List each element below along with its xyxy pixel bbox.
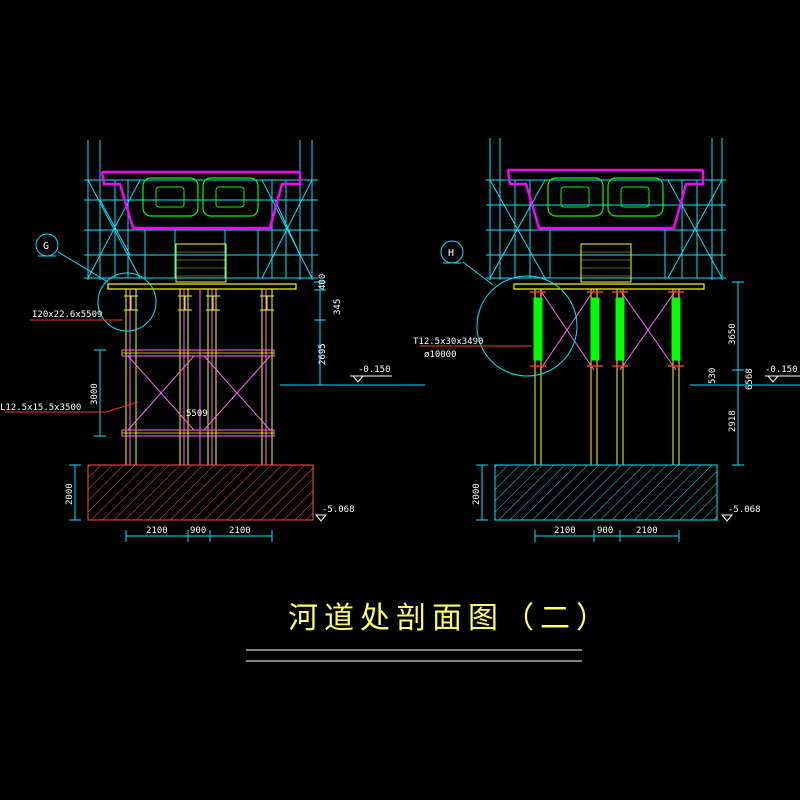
- right-foundation: [494, 464, 718, 521]
- left-foundation: [87, 464, 314, 521]
- right-section: H T12.5x30x3490 ø10000 3650 6568 530 291…: [413, 138, 800, 542]
- right-elev-water: -0.150: [765, 365, 798, 375]
- left-span-label: 5509: [186, 409, 208, 419]
- right-dim-upper: 3650: [728, 323, 738, 345]
- left-box-girder: [100, 170, 302, 230]
- left-dim-foundation: 2000: [65, 483, 75, 505]
- right-jacks: [533, 297, 681, 361]
- right-bottom-dim-3: 2100: [636, 526, 658, 536]
- right-detail-circle: [476, 275, 578, 377]
- right-bottom-dim-1: 2100: [554, 526, 576, 536]
- left-piles: [125, 289, 273, 465]
- left-dim-top: 400: [318, 274, 328, 290]
- right-detail-tag: H: [448, 248, 454, 259]
- right-dim-total: 6568: [745, 368, 755, 390]
- left-beam-caps: [124, 295, 274, 311]
- right-bracing: [539, 289, 677, 371]
- right-box-girder: [506, 168, 705, 230]
- left-dim-brace: 3000: [90, 383, 100, 405]
- left-bottom-dim-3: 2100: [229, 526, 251, 536]
- right-dim-lower: 2918: [728, 410, 738, 432]
- right-beam-label-1: T12.5x30x3490: [413, 337, 483, 347]
- left-section: G I20x22.6x5509 L12.5x15.5x3500 5509 400…: [0, 140, 425, 542]
- left-dim-height: 2695: [318, 343, 328, 365]
- left-dim-beam: 345: [333, 299, 343, 315]
- left-bracing: [121, 349, 275, 437]
- left-bottom-dim-2: 900: [190, 526, 206, 536]
- right-bottom-dim-2: 900: [597, 526, 613, 536]
- right-pier-cap: [580, 243, 632, 283]
- left-pier-cap: [175, 243, 227, 283]
- left-detail-tag: G: [43, 241, 49, 252]
- left-bottom-dim-1: 2100: [146, 526, 168, 536]
- left-elev-water: -0.150: [358, 365, 391, 375]
- left-elev-bottom: -5.068: [322, 505, 355, 515]
- left-scaffold: [84, 140, 318, 280]
- left-beam-label: I20x22.6x5509: [32, 310, 102, 320]
- left-detail-circle: [97, 272, 157, 332]
- right-beam-label-2: ø10000: [424, 350, 457, 360]
- right-elev-bottom: -5.068: [728, 505, 761, 515]
- right-dim-foundation: 2000: [472, 483, 482, 505]
- left-brace-label: L12.5x15.5x3500: [0, 403, 81, 413]
- drawing-title: 河道处剖面图（二）: [288, 601, 612, 636]
- right-scaffold: [486, 138, 726, 280]
- right-dim-mid: 530: [708, 368, 718, 384]
